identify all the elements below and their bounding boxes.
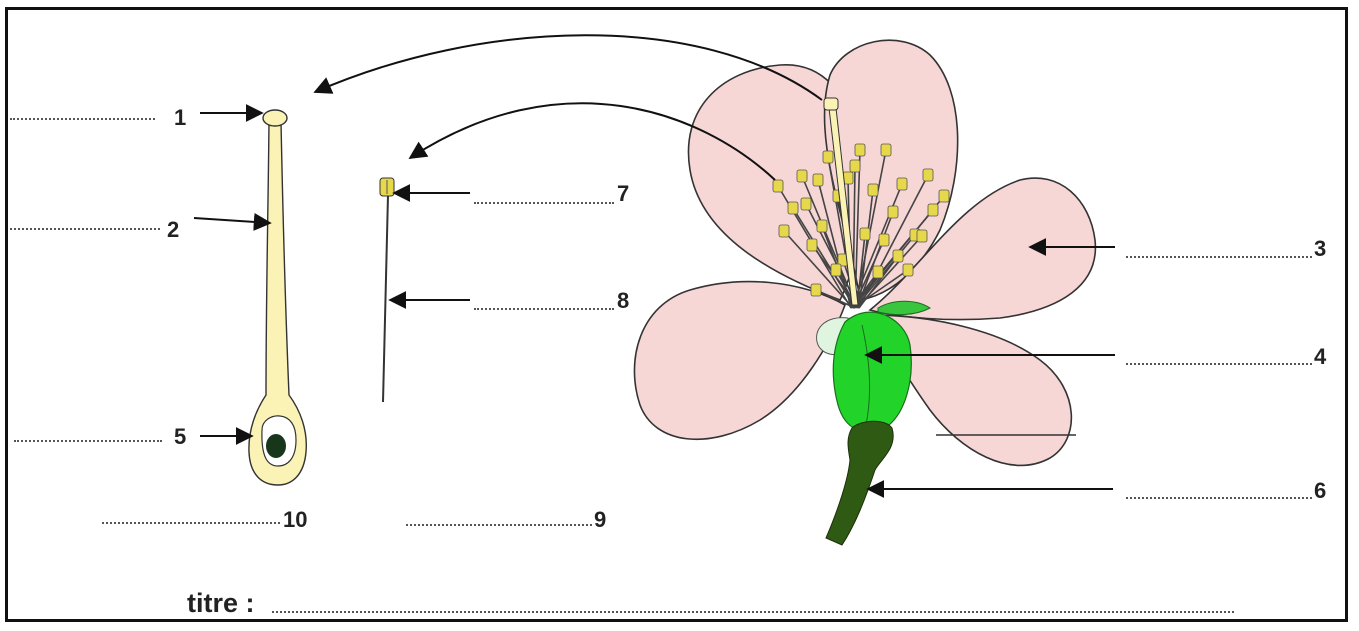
ovule bbox=[266, 434, 286, 458]
label-5: 5 bbox=[174, 426, 186, 448]
answer-line-10[interactable] bbox=[102, 522, 280, 524]
flower-pistil-stigma bbox=[824, 98, 838, 110]
label-4: 4 bbox=[1314, 346, 1326, 368]
label-10: 10 bbox=[283, 509, 307, 531]
stamen-anther bbox=[788, 202, 798, 214]
answer-line-5[interactable] bbox=[14, 440, 162, 442]
stamen-anther bbox=[893, 250, 903, 262]
stamen-anther bbox=[855, 144, 865, 156]
answer-line-3[interactable] bbox=[1126, 256, 1312, 258]
stamen-anther bbox=[823, 151, 833, 163]
stamen-anther bbox=[797, 170, 807, 182]
stamen-anther bbox=[801, 198, 811, 210]
stamen-anther bbox=[811, 284, 821, 296]
answer-line-9[interactable] bbox=[406, 524, 592, 526]
label-7: 7 bbox=[617, 183, 629, 205]
receptacle bbox=[833, 312, 911, 432]
stamen-anther bbox=[879, 234, 889, 246]
label-3: 3 bbox=[1314, 238, 1326, 260]
stamen-anther bbox=[779, 225, 789, 237]
stamen-anther bbox=[881, 144, 891, 156]
label-8: 8 bbox=[617, 290, 629, 312]
stamen-anther bbox=[888, 206, 898, 218]
answer-line-2[interactable] bbox=[10, 228, 160, 230]
title-label: titre : bbox=[187, 590, 255, 617]
label-2: 2 bbox=[167, 219, 179, 241]
label-9: 9 bbox=[594, 509, 606, 531]
stamen-anther bbox=[923, 169, 933, 181]
stamen-anther bbox=[917, 230, 927, 242]
answer-line-1[interactable] bbox=[10, 118, 155, 120]
answer-line-8[interactable] bbox=[474, 308, 614, 310]
detached-pistil bbox=[249, 110, 306, 485]
answer-line-6[interactable] bbox=[1126, 497, 1312, 499]
detached-stamen bbox=[380, 178, 394, 402]
pistil-stigma bbox=[263, 110, 287, 126]
stamen-anther bbox=[773, 180, 783, 192]
stamen-anther bbox=[831, 264, 841, 276]
petal-lower-left bbox=[634, 282, 845, 440]
label-6: 6 bbox=[1314, 480, 1326, 502]
arrow-2 bbox=[194, 218, 270, 223]
label-1: 1 bbox=[174, 107, 186, 129]
flower-stem bbox=[826, 421, 893, 545]
stamen-filament bbox=[383, 195, 388, 402]
stamen-anther bbox=[897, 178, 907, 190]
stamen-anther bbox=[807, 239, 817, 251]
flower bbox=[634, 40, 1095, 545]
stamen-anther bbox=[928, 204, 938, 216]
stamen-anther bbox=[868, 184, 878, 196]
answer-line-7[interactable] bbox=[474, 202, 614, 204]
stamen-anther bbox=[817, 220, 827, 232]
stamen-anther bbox=[850, 160, 860, 172]
answer-line-title[interactable] bbox=[272, 611, 1234, 613]
stamen-anther bbox=[860, 228, 870, 240]
answer-line-4[interactable] bbox=[1126, 363, 1312, 365]
stamen-anther bbox=[813, 174, 823, 186]
stamen-anther bbox=[873, 266, 883, 278]
stamen-anther bbox=[903, 264, 913, 276]
stamen-anther bbox=[939, 190, 949, 202]
